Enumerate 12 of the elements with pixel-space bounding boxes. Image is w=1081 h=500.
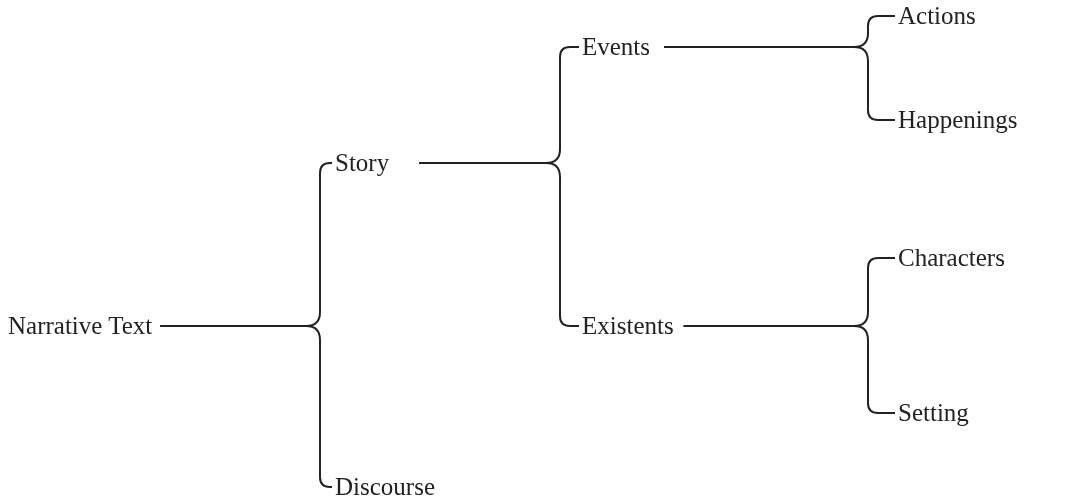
node-label: Story xyxy=(335,148,390,178)
node-label: Actions xyxy=(898,1,976,31)
node-label: Narrative Text xyxy=(8,311,153,341)
node-label: Events xyxy=(582,32,651,62)
node-label: Characters xyxy=(898,243,1005,273)
node-label: Happenings xyxy=(898,105,1018,135)
brace-connector xyxy=(682,325,896,414)
node-label: Existents xyxy=(582,311,674,341)
brace-connector xyxy=(663,46,896,121)
brace-connector xyxy=(418,162,580,327)
node-label: Setting xyxy=(898,398,969,428)
node-label: Discourse xyxy=(335,472,435,500)
